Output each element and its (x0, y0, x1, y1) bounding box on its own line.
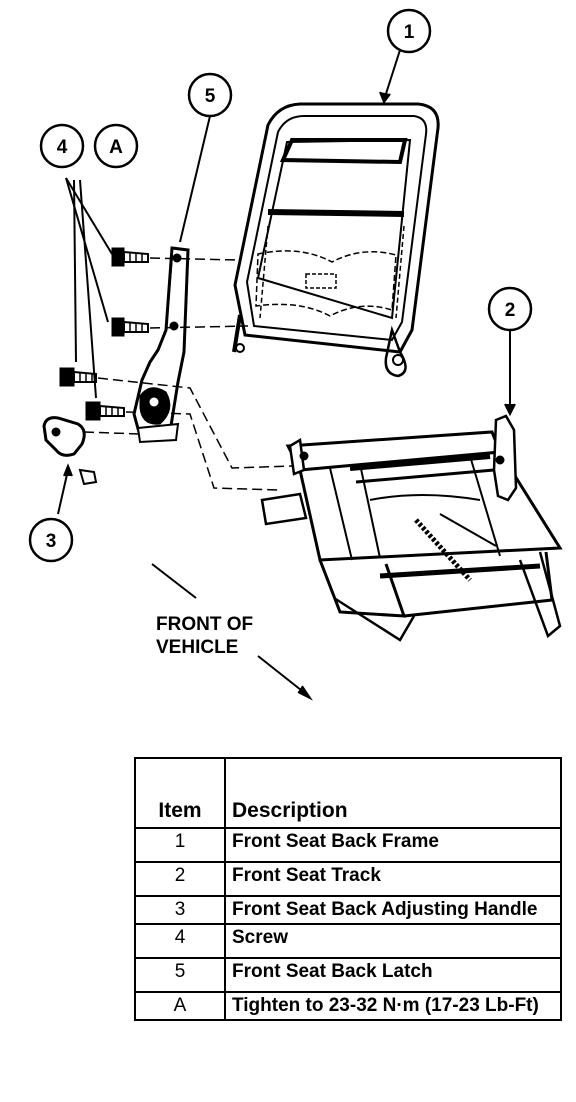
callout-4-label: 4 (57, 137, 68, 158)
table-row: 5 Front Seat Back Latch (134, 957, 562, 993)
callout-1: 1 (386, 8, 432, 54)
exploded-seat-diagram: 1 5 4 A 2 3 FRONT OF VEHICLE (28, 8, 563, 701)
description-cell: Screw (224, 923, 562, 959)
table-row: 3 Front Seat Back Adjusting Handle (134, 895, 562, 925)
callout-3: 3 (28, 517, 74, 563)
table-row: 1 Front Seat Back Frame (134, 827, 562, 863)
table-row: A Tighten to 23-32 N·m (17-23 Lb-Ft) (134, 991, 562, 1021)
callout-1-label: 1 (404, 22, 415, 43)
item-cell: 4 (134, 923, 226, 959)
leader-lines (57, 49, 516, 701)
item-cell: 1 (134, 827, 226, 863)
description-cell: Front Seat Back Latch (224, 957, 562, 993)
description-cell: Front Seat Track (224, 861, 562, 897)
parts-table: Item Description 1 Front Seat Back Frame… (134, 757, 562, 1021)
screw-upper (111, 247, 149, 267)
seat-back-latch (132, 246, 190, 444)
screw-lower-left (59, 367, 97, 387)
item-cell: 2 (134, 861, 226, 897)
description-cell: Tighten to 23-32 N·m (17-23 Lb-Ft) (224, 991, 562, 1021)
item-cell: 3 (134, 895, 226, 925)
screw-set (59, 247, 149, 421)
table-row: 2 Front Seat Track (134, 861, 562, 897)
front-label-line2: VEHICLE (156, 637, 238, 658)
callout-3-label: 3 (46, 531, 57, 552)
front-of-vehicle-label: FRONT OF VEHICLE (156, 614, 253, 658)
description-cell: Front Seat Back Frame (224, 827, 562, 863)
parts-table-header: Item Description (134, 757, 562, 829)
seat-back-adjusting-handle (42, 416, 98, 486)
callout-5: 5 (187, 72, 233, 118)
callout-2: 2 (487, 286, 533, 332)
screw-middle (111, 317, 149, 337)
description-column-header: Description (224, 757, 562, 829)
callout-4: 4 (39, 123, 85, 169)
callout-A: A (93, 123, 139, 169)
seat-back-frame (232, 102, 440, 378)
screw-lower-right (85, 401, 125, 421)
item-cell: 5 (134, 957, 226, 993)
item-cell: A (134, 991, 226, 1021)
item-column-header: Item (134, 757, 226, 829)
callout-5-label: 5 (205, 86, 216, 107)
table-row: 4 Screw (134, 923, 562, 959)
callout-2-label: 2 (505, 300, 516, 321)
assembly-lines (83, 257, 293, 491)
seat-track (260, 414, 563, 642)
callout-A-label: A (109, 137, 123, 158)
front-label-line1: FRONT OF (156, 614, 253, 635)
description-cell: Front Seat Back Adjusting Handle (224, 895, 562, 925)
